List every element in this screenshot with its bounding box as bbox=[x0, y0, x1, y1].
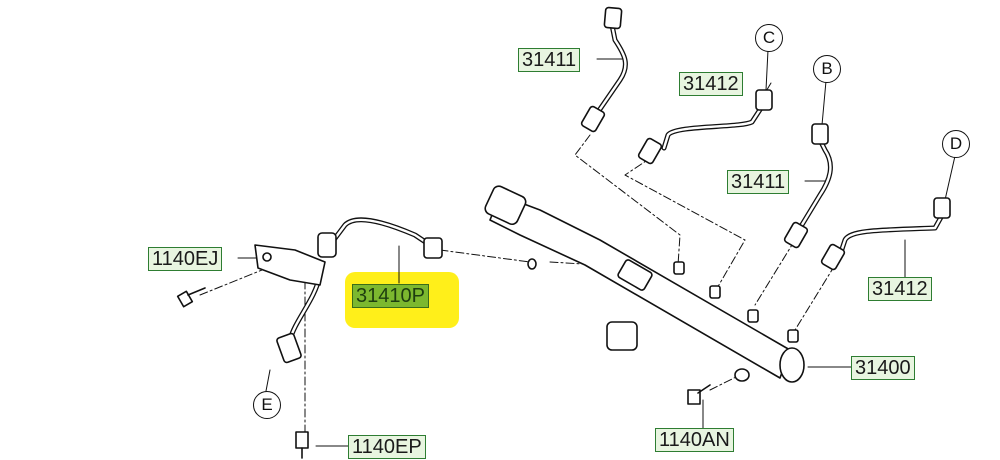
part-label-31412-right[interactable]: 31412 bbox=[868, 277, 932, 301]
part-label-31411-mid[interactable]: 31411 bbox=[727, 170, 790, 194]
part-label-1140EP[interactable]: 1140EP bbox=[348, 435, 426, 459]
connector-marker-e: E bbox=[253, 391, 281, 419]
part-label-31400[interactable]: 31400 bbox=[851, 356, 915, 380]
connector-marker-b: B bbox=[813, 55, 841, 83]
part-label-31412-top[interactable]: 31412 bbox=[679, 72, 743, 96]
part-label-1140AN[interactable]: 1140AN bbox=[655, 428, 734, 452]
part-label-31410P[interactable]: 31410P bbox=[352, 284, 429, 308]
connector-marker-c: C bbox=[755, 24, 783, 52]
connector-marker-d: D bbox=[942, 130, 970, 158]
part-label-1140EJ[interactable]: 1140EJ bbox=[148, 247, 223, 271]
part-label-31411-top[interactable]: 31411 bbox=[518, 48, 581, 72]
